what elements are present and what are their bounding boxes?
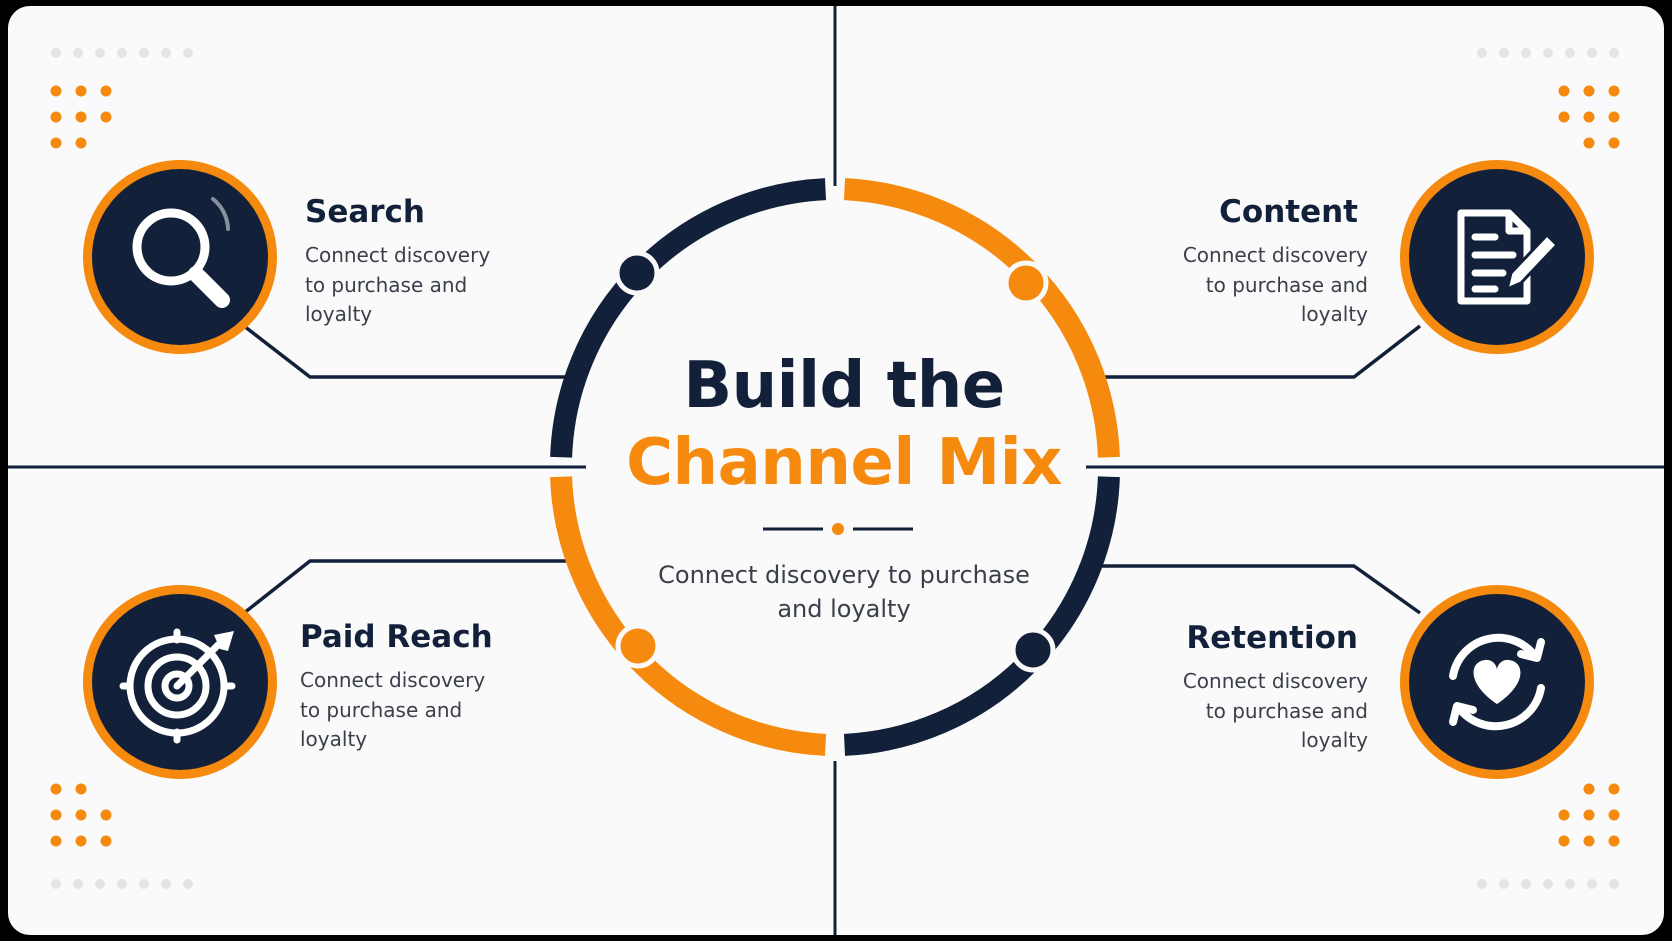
title-line-2: Channel Mix — [626, 426, 1062, 500]
search-heading: Search — [305, 194, 426, 230]
title-divider — [763, 523, 913, 535]
quadrant-dividers — [8, 6, 1664, 935]
document-pencil-icon — [1400, 160, 1594, 354]
title-line-1: Build the — [683, 349, 1005, 423]
search-icon — [83, 160, 277, 354]
heart-cycle-icon — [1400, 585, 1594, 779]
diagram-graphic — [8, 6, 1664, 935]
dot-grid-bottom-left — [50, 783, 193, 889]
ring-nodes — [614, 250, 1056, 673]
connector-lines — [242, 324, 1422, 615]
content-heading: Content — [1219, 194, 1358, 230]
content-description: Connect discovery to purchase and loyalt… — [1182, 243, 1368, 326]
search-description: Connect discovery to purchase and loyalt… — [305, 243, 491, 326]
dot-grid-bottom-right — [1477, 783, 1620, 889]
center-subtitle: Connect discovery to purchase and loyalt… — [658, 561, 1030, 623]
target-arrow-icon — [83, 585, 277, 779]
dot-grid-top-left — [50, 48, 193, 149]
paid-reach-description: Connect discovery to purchase and loyalt… — [300, 668, 486, 751]
paid-reach-heading: Paid Reach — [300, 619, 493, 655]
retention-description: Connect discovery to purchase and loyalt… — [1182, 669, 1368, 752]
slide-frame: Build the Channel Mix Connect discovery … — [8, 6, 1664, 935]
dot-grid-top-right — [1477, 48, 1620, 149]
retention-heading: Retention — [1186, 620, 1358, 656]
